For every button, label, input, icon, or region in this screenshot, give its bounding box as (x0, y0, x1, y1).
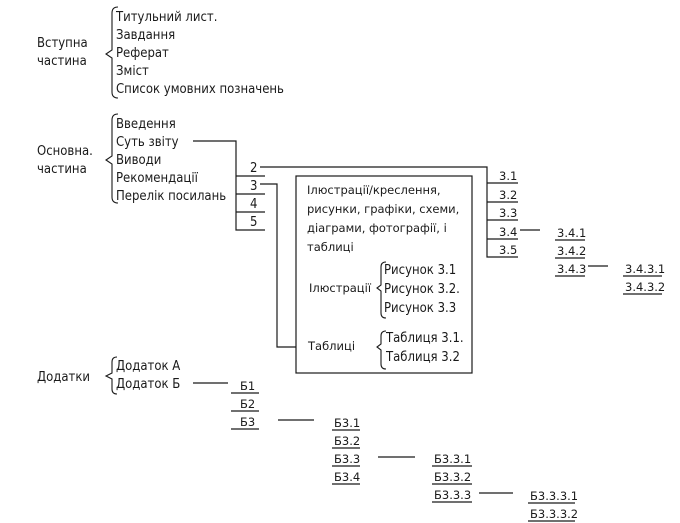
main-item: Перелік посилань (116, 189, 226, 204)
main-item: Суть звіту (116, 135, 179, 150)
box-description: таблиці (307, 240, 354, 254)
b3-item: Б3.1 (334, 416, 360, 430)
box-description: Ілюстрації/креслення, (307, 183, 441, 197)
b-item: Б1 (240, 379, 255, 393)
b33-item: Б3.3.3 (434, 488, 471, 502)
main-group: Основна. частина Введення Суть звіту Вив… (37, 113, 665, 348)
b33-item: Б3.3.1 (434, 452, 471, 466)
main-item: Рекомендації (116, 171, 199, 186)
figure-item: Рисунок 3.3 (384, 301, 456, 316)
b33-item: Б3.3.2 (434, 470, 471, 484)
intro-item: Зміст (116, 64, 149, 79)
intro-item: Титульний лист. (115, 10, 217, 25)
appendix-item: Додаток Б (116, 377, 180, 392)
connector-essence-to-sections (193, 140, 265, 231)
main-brace (105, 113, 119, 204)
intro-label-line1: Вступна (37, 36, 88, 51)
b3-item: Б3.2 (334, 434, 360, 448)
illustrations-box: Ілюстрації/креслення, рисунки, графіки, … (295, 175, 473, 374)
figure-item: Рисунок 3.1 (384, 263, 456, 278)
intro-item: Список умовних позначень (116, 82, 284, 97)
box-description: рисунки, графіки, схеми, (307, 202, 459, 216)
main-label-line1: Основна. (37, 144, 93, 159)
connector-3-to-box (260, 183, 296, 348)
subsection-label: 3.4 (499, 225, 517, 239)
subsubsection-label: 3.4.2 (557, 244, 586, 258)
b-item: Б3 (240, 415, 255, 429)
appendix-group: Додатки Додаток А Додаток Б Б1 Б2 Б3 Б3.… (37, 356, 578, 522)
table-item: Таблиця 3.1. (385, 331, 464, 346)
tables-brace (376, 330, 387, 370)
section-label: 3 (250, 179, 257, 194)
intro-item: Реферат (116, 46, 169, 61)
b3-item: Б3.4 (334, 470, 360, 484)
appendix-item: Додаток А (116, 359, 180, 374)
illustrations-label: Ілюстрації (309, 281, 372, 295)
b333-item: Б3.3.3.1 (530, 489, 578, 503)
box-description: діаграми, фотографії, і (307, 221, 447, 235)
b-item: Б2 (240, 397, 255, 411)
intro-label-line2: частина (37, 54, 87, 69)
subsubsection-label: 3.4.3 (557, 262, 586, 276)
subsubsection-label: 3.4.1 (557, 226, 586, 240)
tables-label: Таблиці (307, 339, 355, 353)
main-item: Введення (116, 117, 176, 132)
figure-item: Рисунок 3.2. (384, 282, 460, 297)
section-label: 5 (250, 215, 257, 230)
intro-item: Завдання (116, 28, 175, 43)
intro-brace (105, 6, 119, 99)
appendix-brace (104, 356, 118, 395)
main-label-line2: частина (37, 162, 87, 177)
level4-label: 3.4.3.2 (625, 280, 665, 294)
b333-item: Б3.3.3.2 (530, 507, 578, 521)
subsection-label: 3.3 (499, 206, 517, 220)
subsection-label: 3.1 (499, 169, 517, 183)
level4-label: 3.4.3.1 (625, 262, 665, 276)
section-label: 4 (250, 197, 257, 212)
section-label: 2 (250, 161, 257, 176)
main-item: Виводи (116, 153, 161, 168)
b3-item: Б3.3 (334, 452, 360, 466)
box-frame (295, 175, 473, 374)
subsection-label: 3.2 (499, 188, 517, 202)
intro-group: Вступна частина Титульний лист. Завдання… (37, 6, 284, 99)
figures-brace (376, 261, 387, 319)
connector-2-to-subsections (260, 166, 518, 258)
table-item: Таблиця 3.2 (385, 350, 460, 365)
subsection-label: 3.5 (499, 243, 517, 257)
appendix-label: Додатки (37, 370, 90, 385)
